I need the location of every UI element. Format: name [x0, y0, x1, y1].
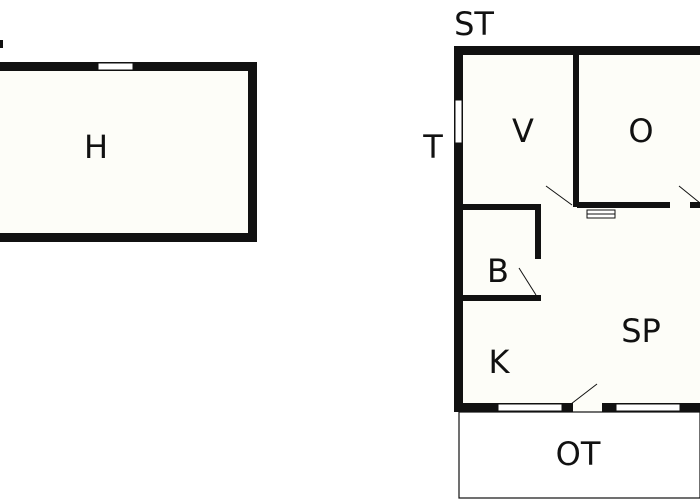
building-main	[454, 46, 700, 499]
room-label-h: H	[84, 128, 108, 166]
cut-off-mark	[0, 40, 3, 48]
wall-o-bottom	[577, 202, 670, 208]
wall-b-right	[535, 204, 541, 259]
wall-left	[454, 46, 463, 412]
room-label-k: K	[489, 343, 511, 381]
wall-bottom	[0, 233, 257, 242]
building-h	[0, 40, 257, 242]
door-gap	[573, 403, 602, 412]
room-label-v: V	[512, 112, 534, 150]
room-h-floor	[0, 66, 252, 238]
door-o	[678, 185, 700, 204]
wall-b-top	[462, 204, 541, 210]
wall-v-o	[573, 55, 579, 207]
direction-label-t: T	[422, 128, 443, 166]
direction-label-st: ST	[454, 5, 494, 43]
room-label-o: O	[628, 112, 653, 150]
main-floor	[460, 52, 700, 408]
window-bottom-2	[615, 403, 681, 412]
door-main	[570, 383, 598, 405]
room-label-ot: OT	[556, 435, 601, 473]
door-v	[545, 185, 573, 206]
room-label-b: B	[487, 252, 509, 290]
wall-top	[454, 46, 700, 55]
window-bottom-1	[497, 403, 563, 412]
room-label-sp: SP	[621, 312, 661, 350]
wall-o-bottom-end	[690, 202, 700, 208]
door-b	[518, 267, 537, 296]
window-left	[454, 99, 463, 144]
wall-right	[248, 62, 257, 242]
window	[97, 62, 134, 71]
wall-b-bottom	[462, 295, 541, 301]
terrace-ot	[458, 411, 700, 499]
